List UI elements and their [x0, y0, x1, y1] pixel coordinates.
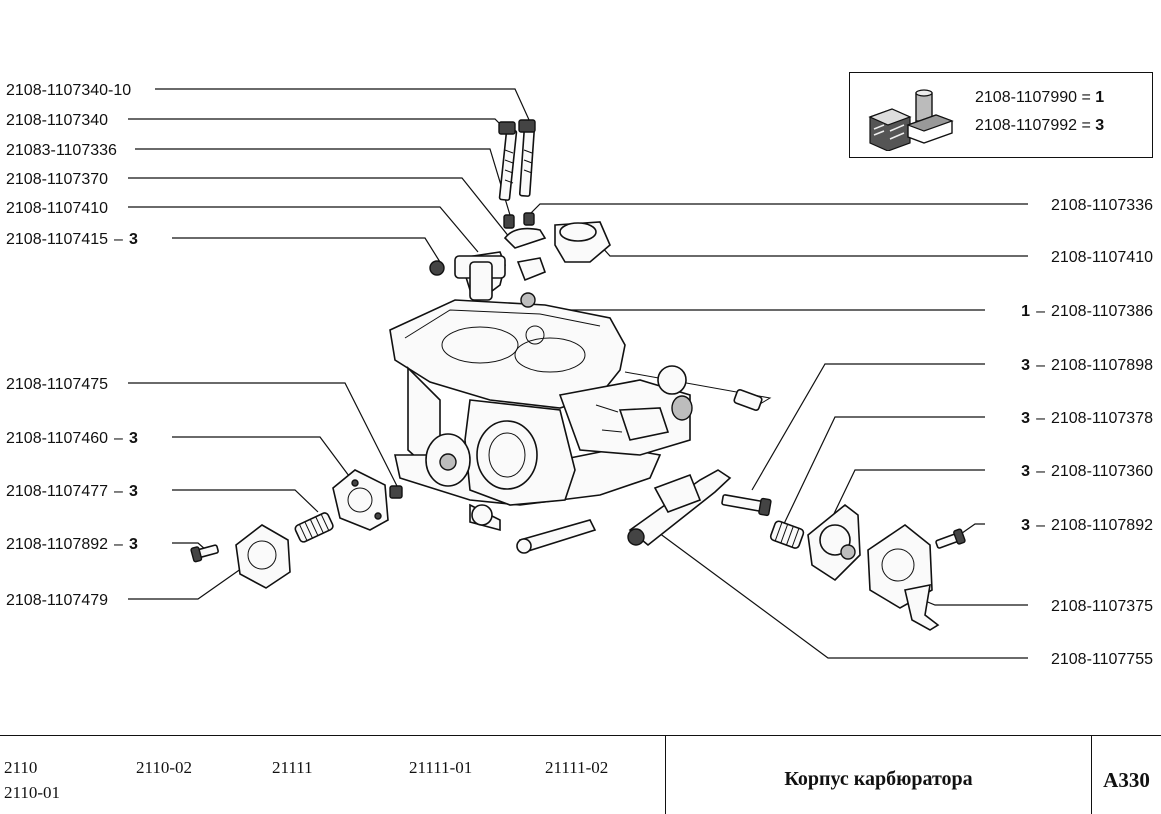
- callout-label: 2108-1107460–3: [6, 430, 138, 447]
- callout-label: 2108-1107336: [1051, 197, 1153, 214]
- kit-quantity: 1: [1095, 89, 1105, 106]
- leader-lines-left: [128, 88, 531, 600]
- page-title: Корпус карбюратора: [784, 768, 973, 790]
- model-code: 21111-01: [409, 758, 473, 777]
- exploded-view-drawing: 2108-1107340-10 2108-1107340 21083-11073…: [6, 82, 1153, 668]
- callout-label: 21083-1107336: [6, 142, 117, 159]
- callout-label: 2108-1107340-10: [6, 82, 131, 99]
- callout-label: 1–2108-1107386: [1021, 303, 1153, 320]
- parts-diagram: 2108-1107340-10 2108-1107340 21083-11073…: [6, 72, 1153, 668]
- callout-label: 3–2108-1107360: [1021, 463, 1153, 480]
- callout-label: 2108-1107477–3: [6, 483, 138, 500]
- top-parts: [429, 119, 611, 308]
- callout-label: 3–2108-1107898: [1021, 357, 1153, 374]
- left-pump-parts: [190, 469, 403, 589]
- carburetor-body: [389, 299, 772, 554]
- callout-label: 2108-1107375: [1051, 598, 1153, 615]
- model-code: 2110-01: [4, 783, 61, 802]
- kit-line: 2108-1107990 – = 1: [975, 89, 1105, 106]
- title-block: 2110 2110-01 2110-02 21111 21111-01 2111…: [0, 735, 1161, 814]
- kit-line: 2108-1107992 = 3: [975, 117, 1105, 134]
- applicable-models: 2110 2110-01 2110-02 21111 21111-01 2111…: [0, 736, 666, 814]
- callout-labels-left: 2108-1107340-10 2108-1107340 21083-11073…: [6, 82, 138, 609]
- repair-kit-box: 2108-1107990 – = 1 2108-1107992 = 3: [849, 72, 1153, 158]
- page-code: A330: [1103, 768, 1150, 792]
- model-code: 2110-02: [136, 758, 193, 777]
- callout-label: 2108-1107370: [6, 171, 108, 188]
- model-code: 21111-02: [545, 758, 609, 777]
- kit-part-number: 2108-1107990: [975, 89, 1078, 106]
- right-pump-parts: [627, 469, 966, 631]
- callout-label: 2108-1107892–3: [6, 536, 138, 553]
- kit-part-number: 2108-1107992: [975, 117, 1078, 134]
- callout-label: 3–2108-1107378: [1021, 410, 1153, 427]
- model-code: 2110: [4, 758, 38, 777]
- callout-label: 2108-1107475: [6, 376, 108, 393]
- callout-label: 3–2108-1107892: [1021, 517, 1153, 534]
- callout-labels-right: 2108-1107336 2108-1107410 1–2108-1107386…: [1021, 197, 1153, 668]
- kit-quantity: 3: [1095, 117, 1105, 134]
- code-cell: A330: [1092, 736, 1161, 814]
- repair-kit-icon: [868, 89, 954, 151]
- callout-label: 2108-1107755: [1051, 651, 1153, 668]
- callout-label: 2108-1107340: [6, 112, 108, 129]
- model-code: 21111: [272, 758, 313, 777]
- callout-label: 2108-1107415–3: [6, 231, 138, 248]
- callout-label: 2108-1107410: [6, 200, 108, 217]
- callout-label: 2108-1107479: [6, 592, 108, 609]
- title-cell: Корпус карбюратора: [666, 736, 1092, 814]
- callout-label: 2108-1107410: [1051, 249, 1153, 266]
